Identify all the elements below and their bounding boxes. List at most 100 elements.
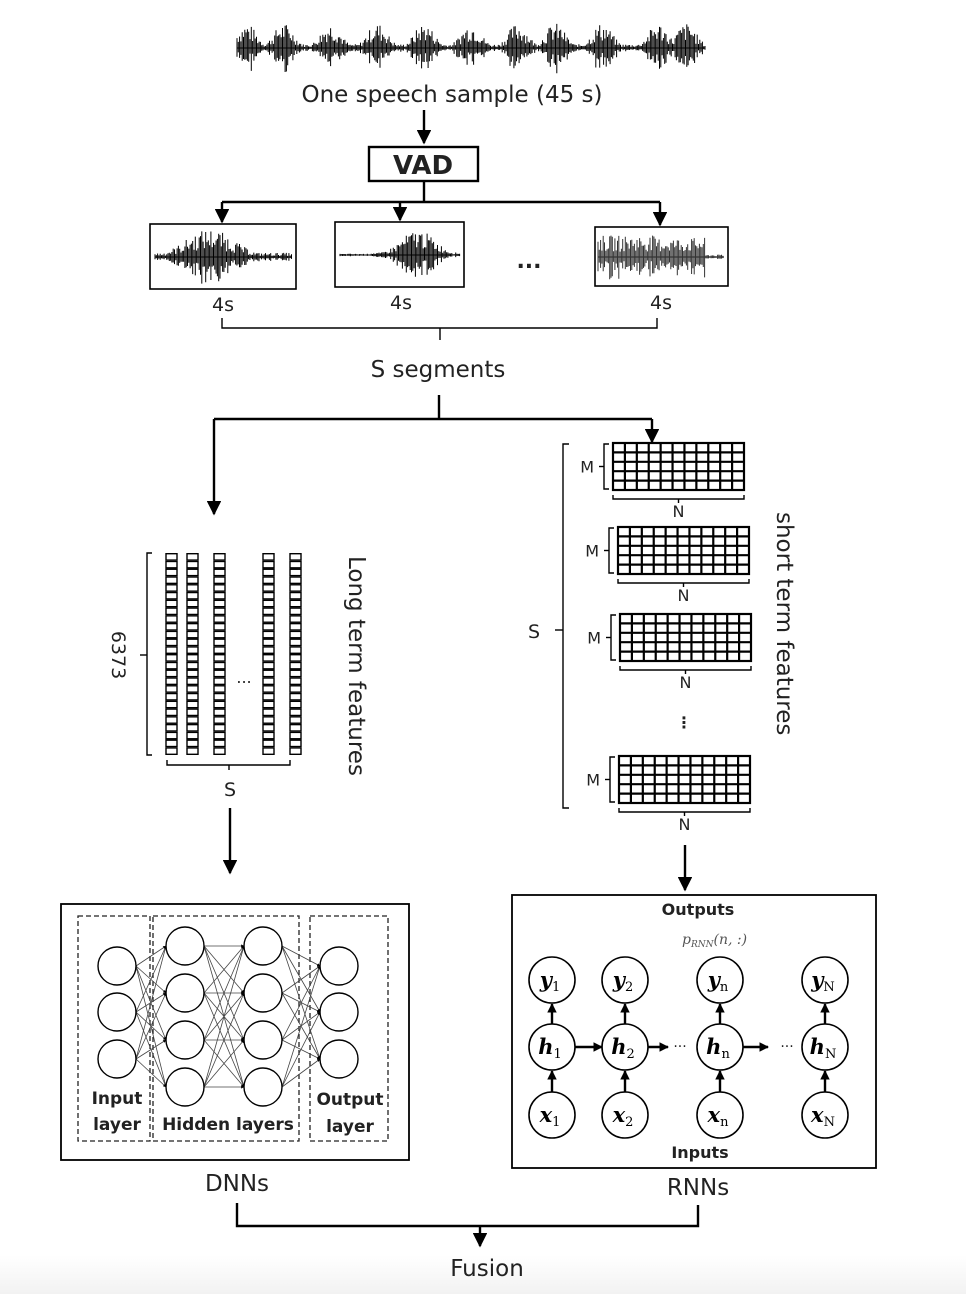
- feature-cell: [262, 669, 275, 678]
- x-node-label: xn: [707, 1102, 730, 1130]
- feature-cell: [186, 615, 199, 623]
- feature-cell: [213, 669, 226, 678]
- feature-cell: [289, 560, 302, 569]
- dnn-caption: DNNs: [205, 1171, 269, 1197]
- hidden-layers-box: [152, 915, 300, 1142]
- feature-cell: [186, 661, 199, 670]
- h-node-label: hn: [706, 1034, 730, 1062]
- rnn-probability-label: pRNN(n, :): [682, 932, 747, 950]
- feature-cell: [165, 700, 178, 709]
- dnn-connection: [281, 945, 321, 1013]
- inputs-label: Inputs: [671, 1143, 728, 1162]
- dimension-brace: [146, 552, 152, 756]
- y-node: [801, 956, 849, 1004]
- feature-cell: [213, 576, 226, 585]
- speech-sample-caption: One speech sample (45 s): [302, 82, 603, 108]
- feature-cell: [165, 685, 178, 693]
- feature-cell: [186, 584, 199, 592]
- feature-cell: [186, 747, 199, 756]
- feature-cell: [289, 654, 302, 662]
- feature-cell: [213, 677, 226, 686]
- feature-cell: [289, 584, 302, 592]
- feature-cell: [289, 685, 302, 693]
- feature-cell: [165, 716, 178, 724]
- dnn-connection: [135, 1058, 167, 1088]
- feature-cell: [186, 591, 199, 600]
- feature-cell: [262, 700, 275, 709]
- dnn-connection: [135, 945, 167, 967]
- feature-cell: [186, 677, 199, 686]
- row-label: M: [580, 458, 594, 477]
- feature-column: [186, 553, 199, 756]
- dnn-neurons: [97, 926, 359, 1107]
- matrix-frame: [617, 754, 752, 805]
- output-layer-label-line1: Output: [316, 1090, 383, 1110]
- feature-cell: [186, 700, 199, 709]
- feature-cell: [289, 615, 302, 623]
- hidden-layers-label: Hidden layers: [162, 1115, 294, 1135]
- feature-cell: [165, 692, 178, 701]
- dnn-neuron: [97, 992, 137, 1032]
- segment-waveform: [597, 235, 724, 280]
- feature-cell: [186, 646, 199, 655]
- feature-cell: [213, 661, 226, 670]
- feature-cell: [289, 677, 302, 686]
- segment-duration: 4s: [650, 292, 672, 314]
- row-label: M: [586, 771, 600, 790]
- feature-cell: [289, 622, 302, 631]
- feature-matrix: MN: [587, 612, 753, 692]
- feature-cell: [186, 638, 199, 647]
- segments-brace: [562, 443, 569, 809]
- y-node-label: yN: [810, 967, 835, 995]
- y-node: [601, 956, 649, 1004]
- feature-cell: [289, 723, 302, 732]
- feature-cell: [213, 591, 226, 600]
- segments-ellipsis: ...: [516, 249, 541, 274]
- feature-cell: [289, 747, 302, 756]
- dnn-connection: [135, 945, 167, 1013]
- feature-cell: [289, 739, 302, 748]
- feature-cell: [262, 560, 275, 569]
- feature-cell: [186, 708, 199, 717]
- matrix-frame: [618, 612, 753, 663]
- dnn-neuron: [165, 1020, 205, 1060]
- feature-cell: [213, 692, 226, 701]
- feature-cell: [213, 731, 226, 740]
- feature-cell: [186, 739, 199, 748]
- feature-cell: [289, 607, 302, 616]
- feature-cell: [165, 607, 178, 616]
- col-brace: [612, 495, 745, 500]
- matrix-frame: [616, 525, 751, 576]
- feature-cell: [165, 568, 178, 577]
- feature-cell: [262, 638, 275, 647]
- feature-cell: [186, 723, 199, 732]
- feature-cell: [213, 622, 226, 631]
- dnn-connection: [203, 945, 245, 1088]
- count-brace: [166, 760, 291, 766]
- col-label: N: [678, 586, 690, 605]
- segment-waveform: [154, 231, 292, 284]
- feature-cell: [213, 646, 226, 655]
- feature-cell: [213, 700, 226, 709]
- x-node-label: x1: [539, 1102, 561, 1130]
- feature-cell: [165, 661, 178, 670]
- col-label: N: [673, 502, 685, 521]
- feature-cell: [186, 731, 199, 740]
- feature-cell: [165, 599, 178, 608]
- feature-cell: [165, 646, 178, 655]
- dnn-connection: [203, 945, 245, 1041]
- segment-2: 4s: [334, 221, 465, 314]
- feature-cell: [186, 622, 199, 631]
- feature-cell: [186, 692, 199, 701]
- input-layer-label-line2: layer: [93, 1115, 141, 1135]
- feature-cell: [262, 568, 275, 577]
- waveform-trace: [236, 23, 706, 74]
- row-brace: [609, 756, 615, 803]
- feature-cell: [165, 553, 178, 561]
- feature-cell: [289, 700, 302, 709]
- feature-cell: [262, 553, 275, 561]
- feature-cell: [262, 708, 275, 717]
